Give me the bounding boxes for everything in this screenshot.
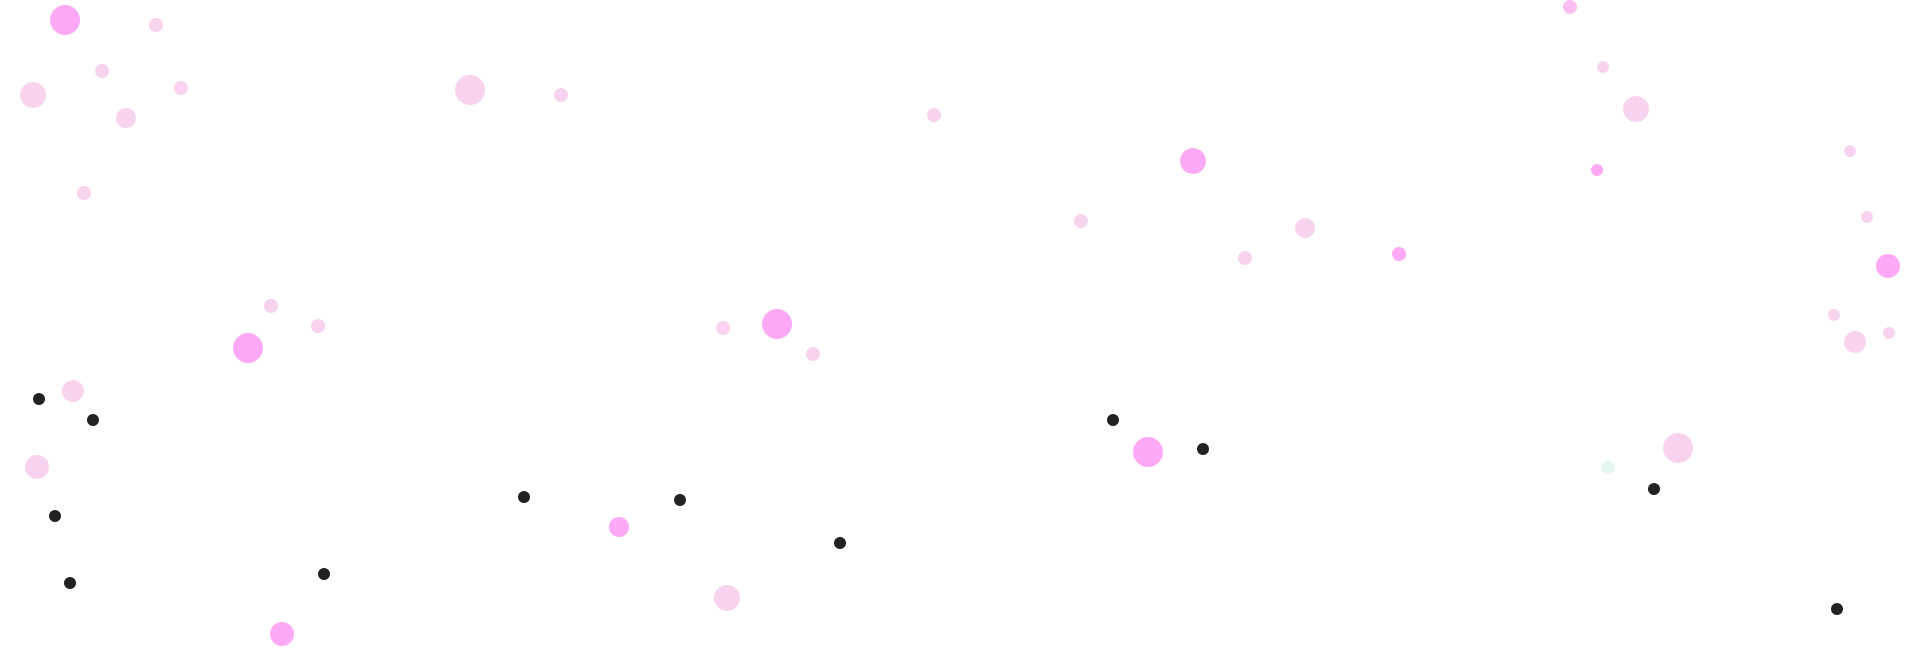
dark-dot bbox=[87, 414, 99, 426]
pink-dot bbox=[1828, 309, 1840, 321]
pink-dot bbox=[270, 622, 294, 646]
dots-layer bbox=[20, 0, 1900, 646]
pink-dot bbox=[1392, 247, 1406, 261]
pink-dot bbox=[62, 380, 84, 402]
pink-dot bbox=[233, 333, 263, 363]
dark-dot bbox=[1107, 414, 1119, 426]
pink-dot bbox=[1876, 254, 1900, 278]
pink-dot bbox=[554, 88, 568, 102]
pink-dot bbox=[174, 81, 188, 95]
dark-dot bbox=[318, 568, 330, 580]
pink-dot bbox=[1563, 0, 1577, 14]
pink-dot bbox=[20, 82, 46, 108]
pink-dot bbox=[95, 64, 109, 78]
pink-dot bbox=[455, 75, 485, 105]
pink-dot bbox=[1133, 437, 1163, 467]
pink-dot bbox=[264, 299, 278, 313]
pink-dot bbox=[1591, 164, 1603, 176]
pink-dot bbox=[1295, 218, 1315, 238]
pink-dot bbox=[25, 455, 49, 479]
pink-dot bbox=[1844, 331, 1866, 353]
pink-dot bbox=[149, 18, 163, 32]
pink-dot bbox=[1074, 214, 1088, 228]
pink-dot bbox=[50, 5, 80, 35]
pink-dot bbox=[716, 321, 730, 335]
pink-dot bbox=[77, 186, 91, 200]
pink-dot bbox=[762, 309, 792, 339]
dark-dot bbox=[674, 494, 686, 506]
dark-dot bbox=[834, 537, 846, 549]
pink-dot bbox=[806, 347, 820, 361]
pink-dot bbox=[927, 108, 941, 122]
pink-dot bbox=[1861, 211, 1873, 223]
dark-dot bbox=[1197, 443, 1209, 455]
pink-dot bbox=[1623, 96, 1649, 122]
pink-dot bbox=[609, 517, 629, 537]
pink-dot bbox=[1597, 61, 1609, 73]
dark-dot bbox=[1831, 603, 1843, 615]
dark-dot bbox=[1648, 483, 1660, 495]
dark-dot bbox=[64, 577, 76, 589]
pink-dot bbox=[1844, 145, 1856, 157]
pink-dot bbox=[1883, 327, 1895, 339]
pink-dot bbox=[1180, 148, 1206, 174]
pink-dot bbox=[116, 108, 136, 128]
pink-dot bbox=[1663, 433, 1693, 463]
pink-dot bbox=[311, 319, 325, 333]
dark-dot bbox=[33, 393, 45, 405]
pink-dot bbox=[714, 585, 740, 611]
pink-dot bbox=[1238, 251, 1252, 265]
dark-dot bbox=[49, 510, 61, 522]
dark-dot bbox=[518, 491, 530, 503]
mint-dot bbox=[1601, 460, 1615, 474]
